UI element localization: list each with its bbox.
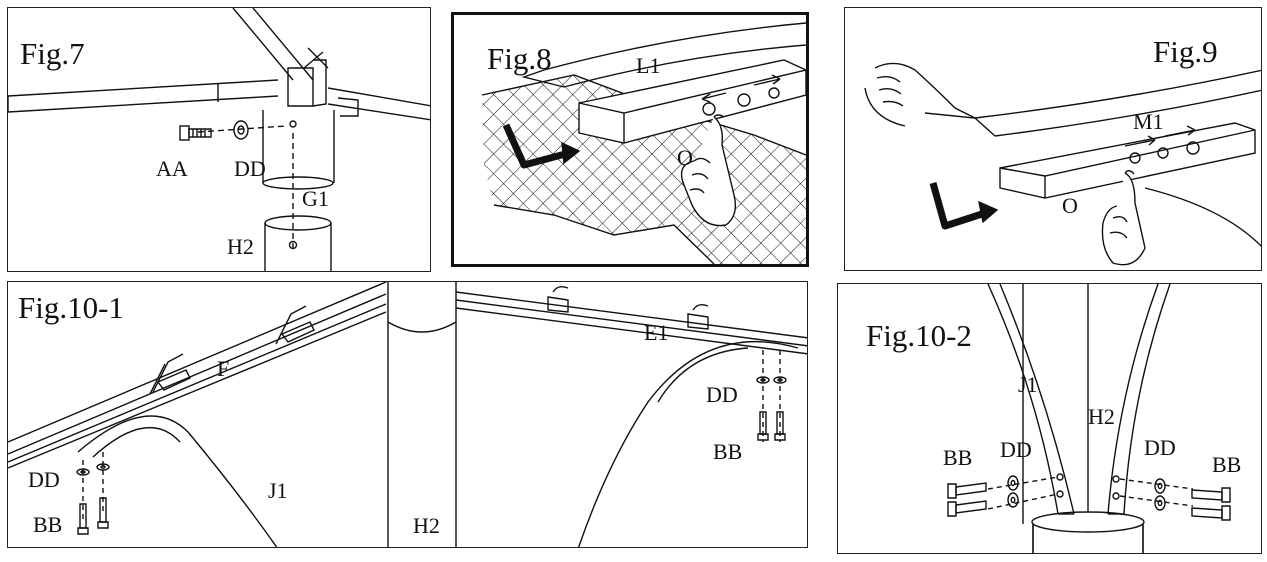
fig7-label-h2: H2 bbox=[227, 234, 254, 259]
fig9-drawing bbox=[864, 62, 1261, 266]
fig10-2-drawing bbox=[947, 284, 1231, 553]
fig10-1-drawing bbox=[8, 282, 807, 547]
fig8-panel: Fig.8 L1 O bbox=[451, 12, 809, 267]
fig9-label-o: O bbox=[1062, 193, 1078, 218]
fig9-title: Fig.9 bbox=[1153, 34, 1218, 69]
fig10-1-label-h2: H2 bbox=[413, 513, 440, 538]
fig10-1-label-dd-right: DD bbox=[706, 382, 738, 407]
fig10-2-label-dd-right: DD bbox=[1144, 435, 1176, 460]
fig7-title: Fig.7 bbox=[20, 36, 85, 71]
fig8-drawing bbox=[481, 22, 806, 264]
fig7-label-aa: AA bbox=[156, 156, 188, 181]
fig7-drawing bbox=[8, 8, 430, 271]
fig10-2-label-dd-left: DD bbox=[1000, 437, 1032, 462]
fig10-2-label-j1: J1 bbox=[1018, 372, 1038, 397]
fig9-panel: Fig.9 M1 O bbox=[844, 7, 1262, 271]
fig10-1-label-bb-right: BB bbox=[713, 439, 743, 464]
fig10-1-title: Fig.10-1 bbox=[18, 290, 124, 325]
fig10-1-label-dd-left: DD bbox=[28, 467, 60, 492]
fig10-1-panel: Fig.10-1 F E1 DD BB J1 H2 DD BB bbox=[7, 281, 808, 548]
fig8-label-o: O bbox=[677, 145, 693, 170]
fig7-label-dd: DD bbox=[234, 156, 266, 181]
fig10-1-label-f: F bbox=[217, 356, 230, 381]
fig10-1-label-bb-left: BB bbox=[33, 512, 63, 537]
fig7-label-g1: G1 bbox=[302, 186, 329, 211]
fig10-2-label-bb-left: BB bbox=[943, 445, 973, 470]
fig10-1-label-e1: E1 bbox=[644, 320, 669, 345]
fig10-2-title: Fig.10-2 bbox=[866, 318, 972, 353]
fig8-title: Fig.8 bbox=[487, 41, 552, 76]
fig10-2-panel: Fig.10-2 J1 H2 BB DD DD BB bbox=[837, 283, 1262, 554]
fig10-2-label-bb-right: BB bbox=[1212, 452, 1242, 477]
fig8-label-l1: L1 bbox=[636, 53, 661, 78]
fig7-panel: Fig.7 AA DD G1 H2 bbox=[7, 7, 431, 272]
fig10-1-label-j1: J1 bbox=[268, 478, 288, 503]
fig10-2-label-h2: H2 bbox=[1088, 404, 1115, 429]
fig9-label-m1: M1 bbox=[1133, 109, 1164, 134]
